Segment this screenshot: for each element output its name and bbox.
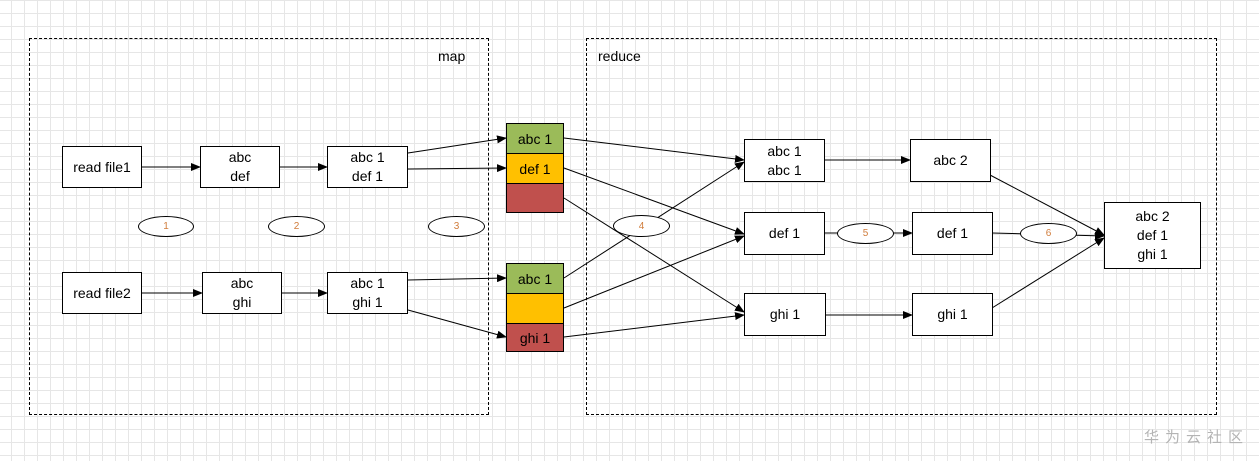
map-region <box>29 38 489 415</box>
partition2-yellow-cell <box>506 293 564 324</box>
step-5-label: 5 <box>862 228 869 239</box>
def-group-label: def 1 <box>768 225 801 241</box>
step-1-label: 1 <box>163 221 169 232</box>
ghi-group-box: ghi 1 <box>744 293 826 336</box>
step-3-label: 3 <box>453 221 460 232</box>
read-file2-label: read file2 <box>73 284 131 301</box>
arrow-abc-result-to-final <box>989 174 1105 236</box>
ghi-result-box: ghi 1 <box>912 293 993 336</box>
def-result-box: def 1 <box>912 212 993 255</box>
arrow-g1-red-to-ghi-group <box>563 197 745 313</box>
abc-result-box: abc 2 <box>910 139 991 182</box>
arrow-g2-yellow-to-def-group <box>563 235 745 309</box>
partition1-red-cell <box>506 183 564 213</box>
split2-box: abc ghi <box>202 272 282 314</box>
arrow-g1-def-to-def-group <box>563 167 745 235</box>
final-output-box: abc 2 def 1 ghi 1 <box>1104 202 1201 269</box>
read-file1-box: read file1 <box>62 146 142 188</box>
split1-box: abc def <box>200 146 280 188</box>
step-3-oval: 3 <box>428 216 485 237</box>
reduce-label: reduce <box>598 48 641 64</box>
ghi-result-label: ghi 1 <box>937 306 968 322</box>
step-4-label: 4 <box>638 220 645 232</box>
arrow-pairs1-to-abc-cell <box>407 135 507 154</box>
pairs2-box: abc 1 ghi 1 <box>327 272 408 314</box>
step-4-oval: 4 <box>613 215 670 237</box>
watermark: 华为云社区 <box>1143 429 1249 446</box>
final-line3: ghi 1 <box>1137 246 1168 262</box>
arrow-g1-abc-to-abc-group <box>563 137 745 163</box>
partition2-green-label: abc 1 <box>517 270 553 287</box>
split1-line1: abc <box>228 149 252 165</box>
step-2-label: 2 <box>293 221 300 232</box>
pairs2-line1: abc 1 <box>350 275 385 291</box>
partition1-yellow-label: def 1 <box>519 160 551 177</box>
step-6-label: 6 <box>1045 228 1052 239</box>
arrow-g2-ghi-to-ghi-group <box>563 312 745 338</box>
ghi-group-label: ghi 1 <box>769 306 801 322</box>
arrow-pairs2-to-abc-cell <box>407 274 507 283</box>
arrow-pairs1-to-def-cell <box>407 164 507 173</box>
partition1-yellow-cell: def 1 <box>506 153 564 184</box>
reduce-region <box>586 38 1217 415</box>
pairs1-line2: def 1 <box>351 168 384 184</box>
partition1-green-cell: abc 1 <box>506 123 564 154</box>
split2-line1: abc <box>230 275 254 291</box>
step-6-oval: 6 <box>1020 223 1077 244</box>
def-result-label: def 1 <box>936 225 969 241</box>
map-label: map <box>438 48 466 64</box>
partition2-red-cell: ghi 1 <box>506 323 564 352</box>
step-5-oval: 5 <box>837 223 894 244</box>
partition2-green-cell: abc 1 <box>506 263 564 294</box>
step-1-oval: 1 <box>138 216 194 237</box>
pairs1-line1: abc 1 <box>350 149 385 165</box>
abc-group-box: abc 1 abc 1 <box>744 139 825 182</box>
read-file2-box: read file2 <box>62 272 142 314</box>
arrow-ghi-result-to-final <box>991 237 1105 309</box>
partition1-green-label: abc 1 <box>517 130 553 147</box>
arrow-pairs2-to-ghi-cell <box>407 309 507 339</box>
split2-line2: ghi <box>232 294 252 310</box>
read-file1-label: read file1 <box>73 158 131 175</box>
partition2-red-label: ghi 1 <box>519 329 551 346</box>
def-group-box: def 1 <box>744 212 825 255</box>
pairs2-line2: ghi 1 <box>352 294 383 310</box>
pairs1-box: abc 1 def 1 <box>327 146 408 188</box>
final-line2: def 1 <box>1136 227 1169 243</box>
split1-line2: def <box>230 168 250 184</box>
final-line1: abc 2 <box>1135 208 1170 224</box>
abc-group-line1: abc 1 <box>767 142 802 159</box>
step-2-oval: 2 <box>268 216 325 237</box>
abc-group-line2: abc 1 <box>767 161 802 178</box>
abc-result-label: abc 2 <box>933 152 968 168</box>
